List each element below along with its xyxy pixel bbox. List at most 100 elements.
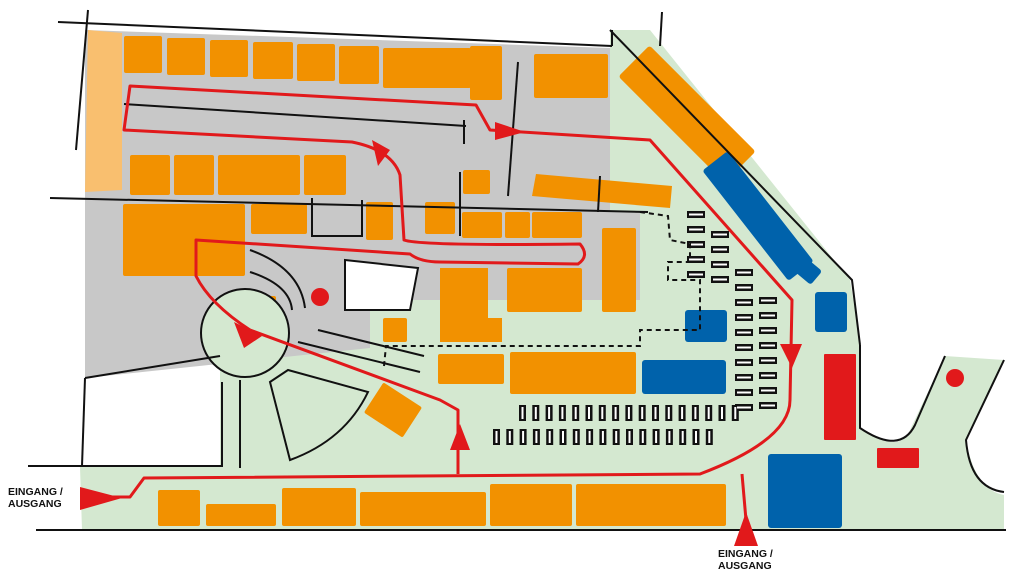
shop bbox=[174, 155, 214, 195]
curved-wall bbox=[249, 271, 293, 311]
shop bbox=[602, 228, 636, 312]
parking-stall-inner bbox=[548, 431, 551, 443]
shop bbox=[490, 484, 572, 526]
shop bbox=[167, 38, 205, 75]
triangle-arrow-icon bbox=[734, 512, 758, 546]
parking-stall-inner bbox=[761, 389, 775, 392]
shop bbox=[532, 174, 672, 208]
white-courtyard bbox=[344, 258, 420, 311]
blue-block bbox=[815, 292, 847, 332]
shop bbox=[507, 268, 582, 312]
shop bbox=[282, 488, 356, 526]
parking-stall-inner bbox=[761, 374, 775, 377]
parking-stall-inner bbox=[534, 407, 537, 419]
red-dot-icon bbox=[946, 369, 964, 387]
shop bbox=[462, 212, 502, 238]
boundary-line bbox=[81, 377, 86, 467]
curved-wall bbox=[249, 249, 306, 309]
entrance-label-line1: EINGANG / bbox=[8, 486, 63, 498]
parking-stall-inner bbox=[575, 431, 578, 443]
shop bbox=[304, 155, 346, 195]
shop bbox=[619, 46, 755, 182]
parking-stall-inner bbox=[708, 431, 711, 443]
entrance-label-bottom: EINGANG / AUSGANG bbox=[718, 548, 773, 572]
entrance-label-line2: AUSGANG bbox=[8, 498, 62, 510]
shop bbox=[251, 204, 307, 234]
shop bbox=[360, 492, 486, 526]
blue-block bbox=[642, 360, 726, 394]
parking-stall-inner bbox=[737, 316, 751, 319]
triangle-arrow-icon bbox=[234, 322, 262, 348]
parking-stall-inner bbox=[761, 359, 775, 362]
parking-stall-inner bbox=[761, 344, 775, 347]
parking-stall-inner bbox=[737, 301, 751, 304]
parking-stall-inner bbox=[655, 431, 658, 443]
triangle-arrow-icon bbox=[780, 344, 802, 368]
parking-stall-inner bbox=[689, 213, 703, 216]
entrance-label-line1: EINGANG / bbox=[718, 548, 773, 560]
parking-stall-inner bbox=[588, 431, 591, 443]
wall-line bbox=[297, 341, 421, 373]
parking-stall-inner bbox=[689, 243, 703, 246]
parking-stall-inner bbox=[668, 431, 671, 443]
blue-block bbox=[768, 454, 842, 528]
parking-stall-inner bbox=[689, 258, 703, 261]
parking-stall-inner bbox=[737, 376, 751, 379]
parking-stall-inner bbox=[713, 278, 727, 281]
parking-stall-inner bbox=[707, 407, 710, 419]
parking-stall-inner bbox=[681, 431, 684, 443]
parking-stall-inner bbox=[681, 407, 684, 419]
parking-stall-inner bbox=[641, 407, 644, 419]
dashed-path bbox=[383, 211, 701, 367]
route-line bbox=[740, 473, 748, 521]
wall-line bbox=[317, 329, 425, 357]
parking-area bbox=[493, 211, 777, 445]
boundary-line bbox=[57, 21, 613, 47]
shop bbox=[438, 354, 504, 384]
boundary-line bbox=[28, 382, 223, 467]
parking-stall-inner bbox=[689, 273, 703, 276]
parking-stall-inner bbox=[695, 431, 697, 443]
shop bbox=[297, 44, 335, 81]
parking-stall-inner bbox=[737, 391, 751, 394]
parking-stall-inner bbox=[694, 407, 697, 419]
route-line bbox=[84, 84, 794, 499]
parking-stall-inner bbox=[737, 286, 751, 289]
parking-stall-inner bbox=[713, 233, 727, 236]
parking-stall-inner bbox=[628, 431, 631, 443]
parking-stall-inner bbox=[761, 299, 775, 302]
parking-stall-inner bbox=[641, 431, 644, 443]
shop bbox=[366, 202, 393, 240]
red-block bbox=[824, 354, 856, 440]
shop bbox=[463, 170, 490, 194]
shop bbox=[339, 46, 379, 84]
parking-stall-inner bbox=[737, 406, 751, 409]
route-arrows bbox=[80, 122, 802, 546]
parking-stall-inner bbox=[574, 407, 577, 419]
boundary-line bbox=[75, 9, 89, 151]
shop bbox=[425, 202, 455, 234]
shop bbox=[576, 484, 726, 526]
boundary-line bbox=[859, 345, 946, 442]
shop bbox=[505, 212, 530, 238]
wall-line bbox=[311, 198, 363, 237]
entrance-label-left: EINGANG / AUSGANG bbox=[8, 486, 63, 510]
shop bbox=[210, 40, 248, 77]
parking-stall-inner bbox=[627, 407, 630, 419]
parking-stall-inner bbox=[713, 263, 727, 266]
parking-stall-inner bbox=[654, 407, 657, 419]
shop-light-strip bbox=[85, 30, 122, 192]
shop bbox=[470, 46, 502, 100]
parking-stall-inner bbox=[535, 431, 538, 443]
shop bbox=[206, 504, 276, 526]
blue-blocks bbox=[642, 152, 847, 528]
red-dot-icon bbox=[311, 288, 329, 306]
parking-stall-inner bbox=[667, 407, 670, 419]
entrance-label-line2: AUSGANG bbox=[718, 560, 772, 572]
boundary-line bbox=[84, 355, 221, 379]
parking-stall-inner bbox=[548, 407, 551, 419]
parking-stall-inner bbox=[522, 431, 525, 443]
parking-stall-inner bbox=[588, 407, 590, 419]
parking-stall-inner bbox=[601, 431, 604, 443]
